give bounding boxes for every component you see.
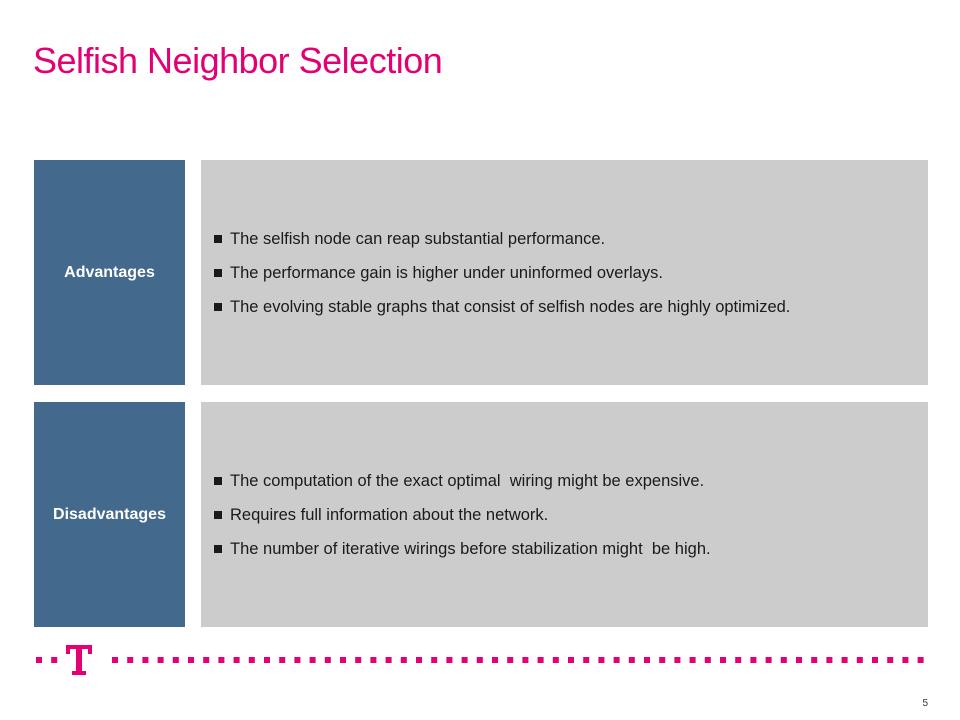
divider-dot [826,657,833,663]
advantages-item: The selfish node can reap substantial pe… [214,222,790,256]
square-bullet-icon [214,510,222,519]
square-bullet-icon [214,302,222,311]
divider-dot [264,657,270,663]
divider-dot [461,657,468,663]
divider-dot [507,657,514,663]
advantages-label-box: Advantages [34,160,185,385]
divider-dot [416,657,422,663]
divider-dot [340,657,346,663]
divider-dot [36,657,42,663]
advantages-item-text: The selfish node can reap substantial pe… [230,229,606,248]
disadvantages-item: The computation of the exact optimal wir… [214,464,711,498]
divider-dot [537,657,544,663]
advantages-content-box: The selfish node can reap substantial pe… [201,160,928,385]
divider-dot [887,657,894,663]
divider-dot [309,657,316,663]
divider-dot [476,657,483,663]
divider-dot [522,657,529,663]
disadvantages-item: The number of iterative wirings before s… [214,532,711,566]
divider-dot [400,657,407,663]
divider-dot [142,657,149,663]
divider-dot [720,657,726,663]
disadvantages-label: Disadvantages [53,505,166,523]
divider-dot [127,657,134,663]
divider-dot [51,657,58,663]
divider-dot [568,657,574,663]
dotted-divider [36,657,924,663]
divider-dot [689,657,696,663]
page-number: 5 [922,698,928,709]
divider-dot [811,657,818,663]
square-bullet-icon [214,544,222,553]
divider-dot [780,657,787,663]
divider-dot [902,657,909,663]
disadvantages-content-box: The computation of the exact optimal wir… [201,402,928,627]
divider-dot [385,657,392,663]
divider-dot [218,657,225,663]
divider-dot [355,657,362,663]
disadvantages-list: The computation of the exact optimal wir… [201,464,711,566]
divider-dot [203,657,210,663]
disadvantages-item: Requires full information about the netw… [214,498,711,532]
divider-dot [872,657,878,663]
divider-dot [324,657,331,663]
divider-dot [841,657,848,663]
divider-dot [583,657,590,663]
divider-dot [248,657,255,663]
divider-dot [750,657,757,663]
disadvantages-item-text: The computation of the exact optimal wir… [230,471,705,490]
divider-dot [112,657,118,663]
divider-dot [613,657,620,663]
slide-title: Selfish Neighbor Selection [33,40,443,81]
advantages-item: The performance gain is higher under uni… [214,256,790,290]
divider-dot [598,657,605,663]
divider-dot [659,657,666,663]
divider-dot [856,657,863,663]
advantages-list: The selfish node can reap substantial pe… [201,222,790,324]
divider-dot [431,657,438,663]
square-bullet-icon [214,234,222,243]
divider-dot [492,657,498,663]
divider-dot [370,657,377,663]
disadvantages-item-text: Requires full information about the netw… [230,505,549,524]
square-bullet-icon [214,476,222,485]
divider-dot [917,657,924,663]
advantages-label: Advantages [64,263,155,281]
divider-dot [279,657,286,663]
divider-dot [157,657,164,663]
advantages-item-text: The evolving stable graphs that consist … [230,297,791,316]
advantages-item: The evolving stable graphs that consist … [214,290,790,324]
divider-dot [735,657,742,663]
divider-dot [233,657,240,663]
divider-dot [704,657,711,663]
disadvantages-label-box: Disadvantages [34,402,185,627]
square-bullet-icon [214,268,222,277]
advantages-item-text: The performance gain is higher under uni… [230,263,663,282]
divider-dot [188,657,194,663]
divider-dot [294,657,301,663]
divider-dot [796,657,802,663]
telekom-t-logo-icon [66,645,92,675]
divider-dot [674,657,681,663]
disadvantages-item-text: The number of iterative wirings before s… [230,539,711,558]
divider-dot [552,657,559,663]
divider-dot [446,657,453,663]
divider-dot [765,657,772,663]
divider-dot [644,657,650,663]
divider-dot [628,657,635,663]
divider-dot [172,657,179,663]
